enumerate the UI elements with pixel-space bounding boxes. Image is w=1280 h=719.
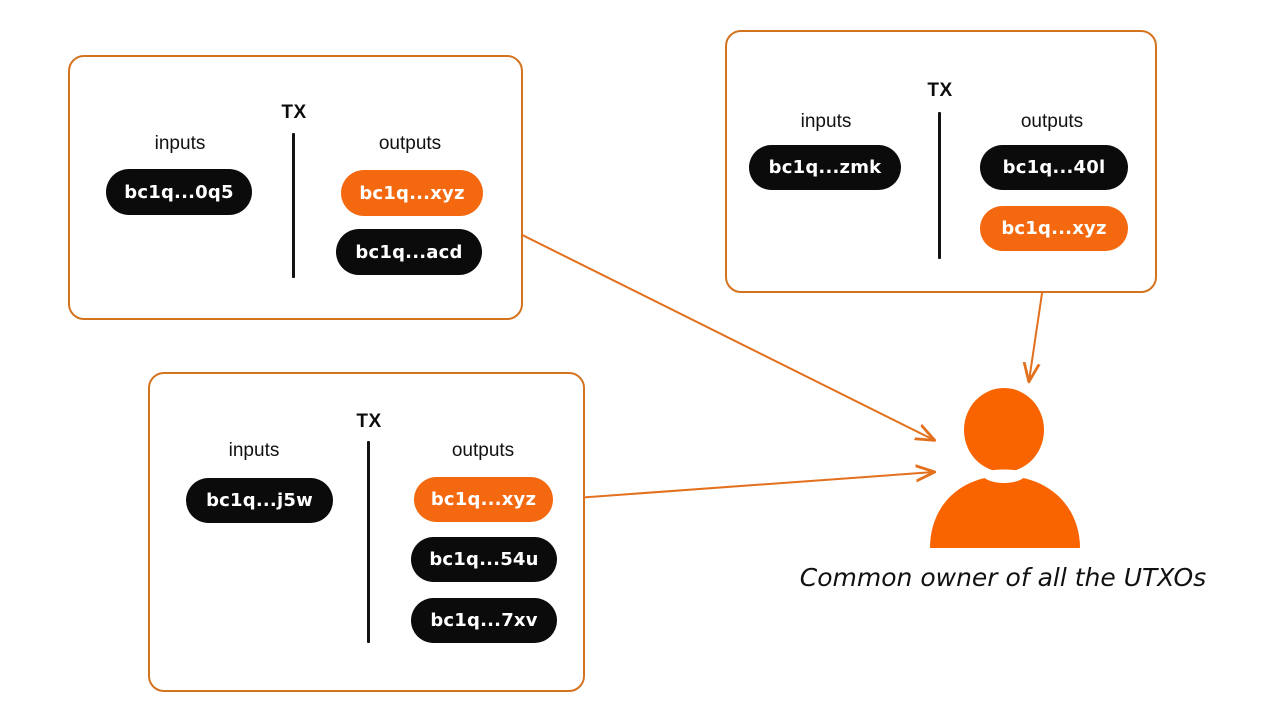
output-pill[interactable]: bc1q...40l xyxy=(980,145,1128,190)
tx-divider-3 xyxy=(367,441,370,643)
output-pill-highlighted[interactable]: bc1q...xyz xyxy=(980,206,1128,251)
output-pill-highlighted[interactable]: bc1q...xyz xyxy=(341,170,483,216)
tx-title-1: TX xyxy=(281,102,307,123)
output-pill-highlighted[interactable]: bc1q...xyz xyxy=(414,477,553,522)
tx-divider-2 xyxy=(938,112,941,259)
input-pill[interactable]: bc1q...0q5 xyxy=(106,169,252,215)
arrow-tx3-to-owner xyxy=(547,472,934,501)
tx-title-3: TX xyxy=(356,411,382,432)
output-pill[interactable]: bc1q...acd xyxy=(336,229,482,275)
owner-caption: Common owner of all the UTXOs xyxy=(799,563,1207,592)
person-body-icon xyxy=(930,476,1080,548)
inputs-label-1: inputs xyxy=(154,133,206,154)
person-icon xyxy=(930,388,1080,548)
outputs-label-3: outputs xyxy=(451,440,515,461)
outputs-label-1: outputs xyxy=(378,133,442,154)
tx-divider-1 xyxy=(292,133,295,278)
inputs-label-2: inputs xyxy=(800,111,852,132)
output-pill[interactable]: bc1q...54u xyxy=(411,537,557,582)
output-pill[interactable]: bc1q...7xv xyxy=(411,598,557,643)
transaction-box-1: TX inputs outputs bc1q...0q5 bc1q...xyz … xyxy=(68,55,523,320)
transaction-box-2: TX inputs outputs bc1q...zmk bc1q...40l … xyxy=(725,30,1157,293)
tx-title-2: TX xyxy=(927,80,953,101)
person-head-icon xyxy=(964,388,1044,472)
transaction-box-3: TX inputs outputs bc1q...j5w bc1q...xyz … xyxy=(148,372,585,692)
person-neck-cutout xyxy=(981,469,1027,483)
inputs-label-3: inputs xyxy=(228,440,280,461)
input-pill[interactable]: bc1q...zmk xyxy=(749,145,901,190)
input-pill[interactable]: bc1q...j5w xyxy=(186,478,333,523)
outputs-label-2: outputs xyxy=(1020,111,1084,132)
